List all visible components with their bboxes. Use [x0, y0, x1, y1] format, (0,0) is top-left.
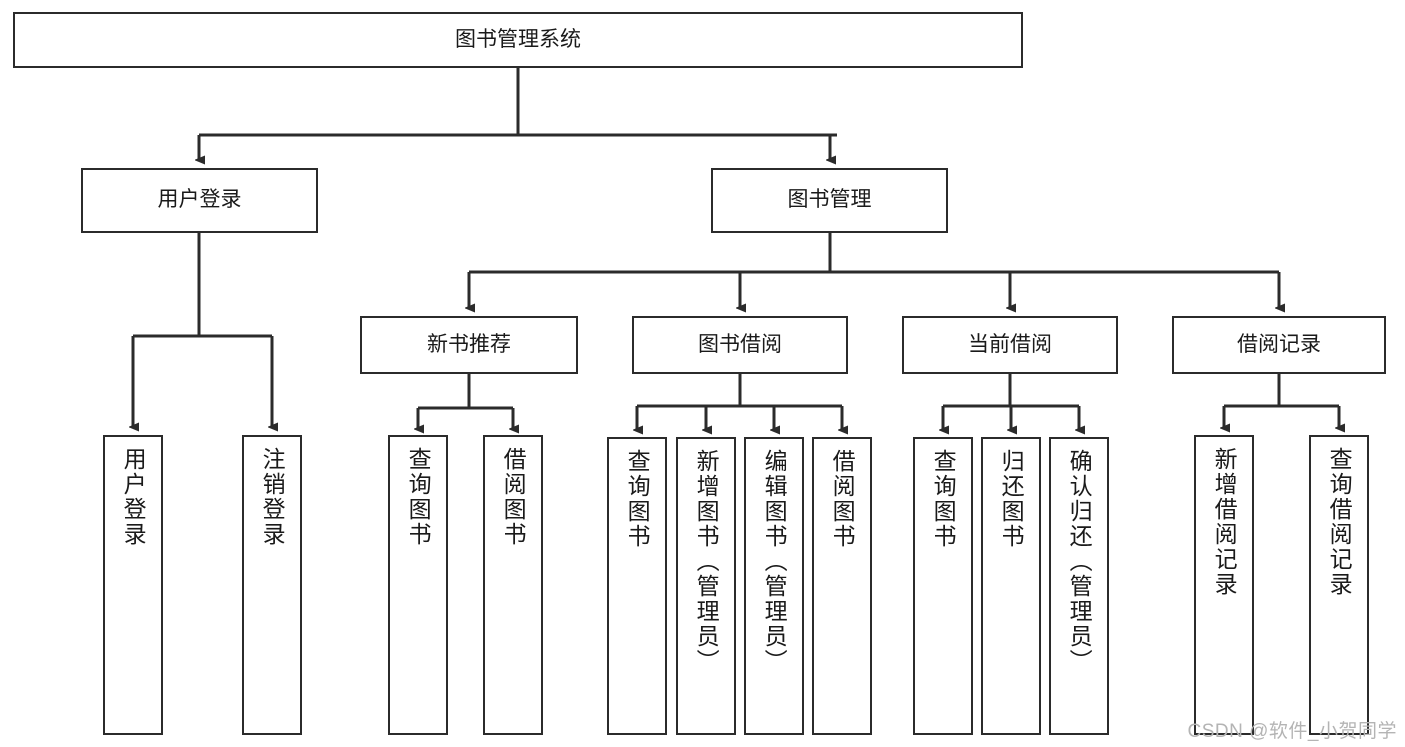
node-book-manage-label: 图书管理	[787, 188, 872, 212]
node-leaf-query-book-3[interactable]: 查询图书	[913, 437, 973, 735]
node-new-book-recommend[interactable]: 新书推荐	[360, 316, 578, 374]
node-book-borrow-label: 图书借阅	[698, 332, 782, 356]
node-leaf-add-book[interactable]: 新增图书（管理员）	[676, 437, 736, 735]
node-user-login-label: 用户登录	[157, 188, 242, 212]
node-leaf-user-login[interactable]: 用户登录	[103, 435, 163, 735]
node-leaf-query-book-1-label: 查询图书	[405, 447, 432, 547]
node-leaf-add-record-label: 新增借阅记录	[1211, 447, 1238, 597]
node-book-manage[interactable]: 图书管理	[711, 168, 948, 233]
node-leaf-borrow-book-2-label: 借阅图书	[829, 449, 856, 549]
node-leaf-logout[interactable]: 注销登录	[242, 435, 302, 735]
node-leaf-query-book-2[interactable]: 查询图书	[607, 437, 667, 735]
node-leaf-return-book[interactable]: 归还图书	[981, 437, 1041, 735]
node-leaf-logout-label: 注销登录	[259, 447, 286, 547]
watermark: CSDN @软件_小贺同学	[1187, 721, 1397, 742]
node-root-label: 图书管理系统	[455, 27, 581, 51]
node-leaf-borrow-book-2[interactable]: 借阅图书	[812, 437, 872, 735]
node-root[interactable]: 图书管理系统	[13, 12, 1023, 68]
node-leaf-query-record-label: 查询借阅记录	[1326, 447, 1353, 597]
node-new-book-recommend-label: 新书推荐	[427, 332, 511, 356]
node-leaf-add-record[interactable]: 新增借阅记录	[1194, 435, 1254, 735]
node-current-borrow-label: 当前借阅	[968, 332, 1052, 356]
node-leaf-query-book-1[interactable]: 查询图书	[388, 435, 448, 735]
node-leaf-return-book-label: 归还图书	[998, 449, 1025, 549]
node-leaf-borrow-book-1[interactable]: 借阅图书	[483, 435, 543, 735]
node-leaf-confirm-return-label: 确认归还（管理员）	[1066, 449, 1093, 674]
node-leaf-borrow-book-1-label: 借阅图书	[500, 447, 527, 547]
node-leaf-query-book-2-label: 查询图书	[624, 449, 651, 549]
node-borrow-record-label: 借阅记录	[1237, 332, 1321, 356]
node-borrow-record[interactable]: 借阅记录	[1172, 316, 1386, 374]
node-current-borrow[interactable]: 当前借阅	[902, 316, 1118, 374]
node-user-login[interactable]: 用户登录	[81, 168, 318, 233]
node-leaf-query-book-3-label: 查询图书	[930, 449, 957, 549]
node-book-borrow[interactable]: 图书借阅	[632, 316, 848, 374]
node-leaf-query-record[interactable]: 查询借阅记录	[1309, 435, 1369, 735]
node-leaf-edit-book[interactable]: 编辑图书（管理员）	[744, 437, 804, 735]
node-leaf-confirm-return[interactable]: 确认归还（管理员）	[1049, 437, 1109, 735]
node-leaf-add-book-label: 新增图书（管理员）	[693, 449, 720, 674]
node-leaf-edit-book-label: 编辑图书（管理员）	[761, 449, 788, 674]
node-leaf-user-login-label: 用户登录	[120, 447, 147, 547]
